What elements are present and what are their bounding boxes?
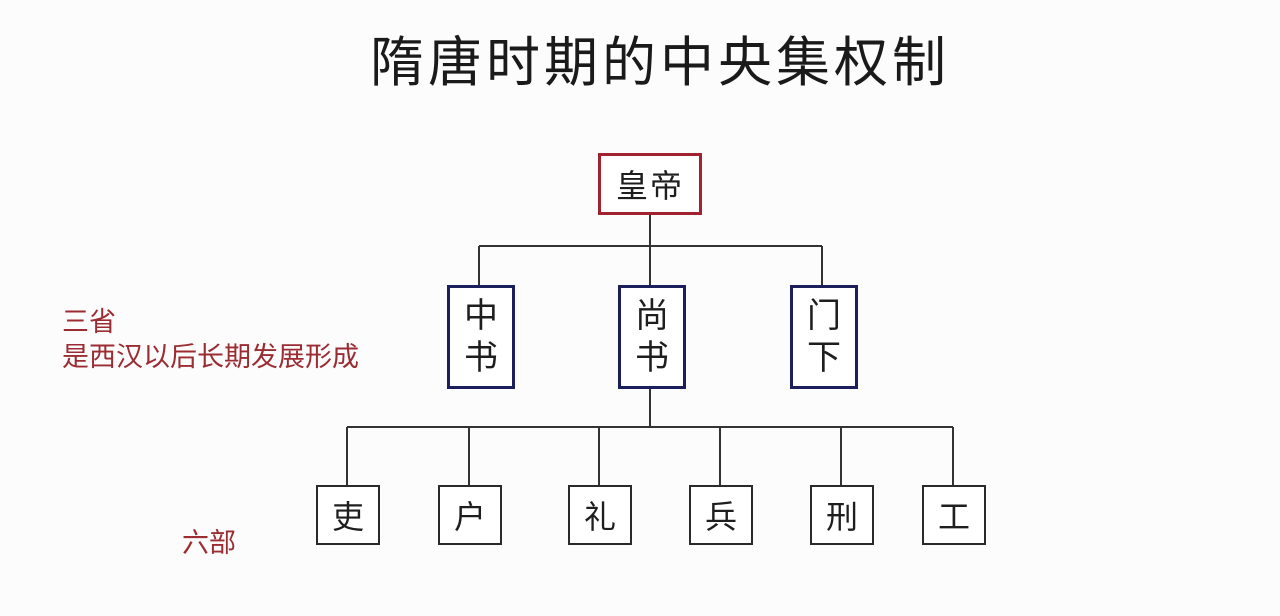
department-char: 尚 <box>635 295 669 336</box>
emperor-box: 皇帝 <box>598 153 702 215</box>
department-box-zhongshu: 中 书 <box>447 285 515 389</box>
department-box-shangshu: 尚 书 <box>618 285 686 389</box>
department-box-menxia: 门 下 <box>790 285 858 389</box>
department-char: 书 <box>635 338 669 378</box>
department-char: 门 <box>807 295 841 336</box>
department-char: 下 <box>807 338 841 378</box>
three-departments-label: 三省 <box>62 307 116 338</box>
three-departments-description: 是西汉以后长期发展形成 <box>62 342 359 373</box>
ministry-box-li-personnel: 吏 <box>316 485 380 545</box>
six-ministries-label: 六部 <box>182 528 236 559</box>
ministry-box-li-rites: 礼 <box>568 485 632 545</box>
ministry-box-xing: 刑 <box>810 485 874 545</box>
department-char: 书 <box>464 338 498 378</box>
page-title: 隋唐时期的中央集权制 <box>370 31 950 94</box>
ministry-box-bing: 兵 <box>689 485 753 545</box>
department-char: 中 <box>464 295 498 336</box>
ministry-box-hu: 户 <box>438 485 502 545</box>
ministry-box-gong: 工 <box>922 485 986 545</box>
